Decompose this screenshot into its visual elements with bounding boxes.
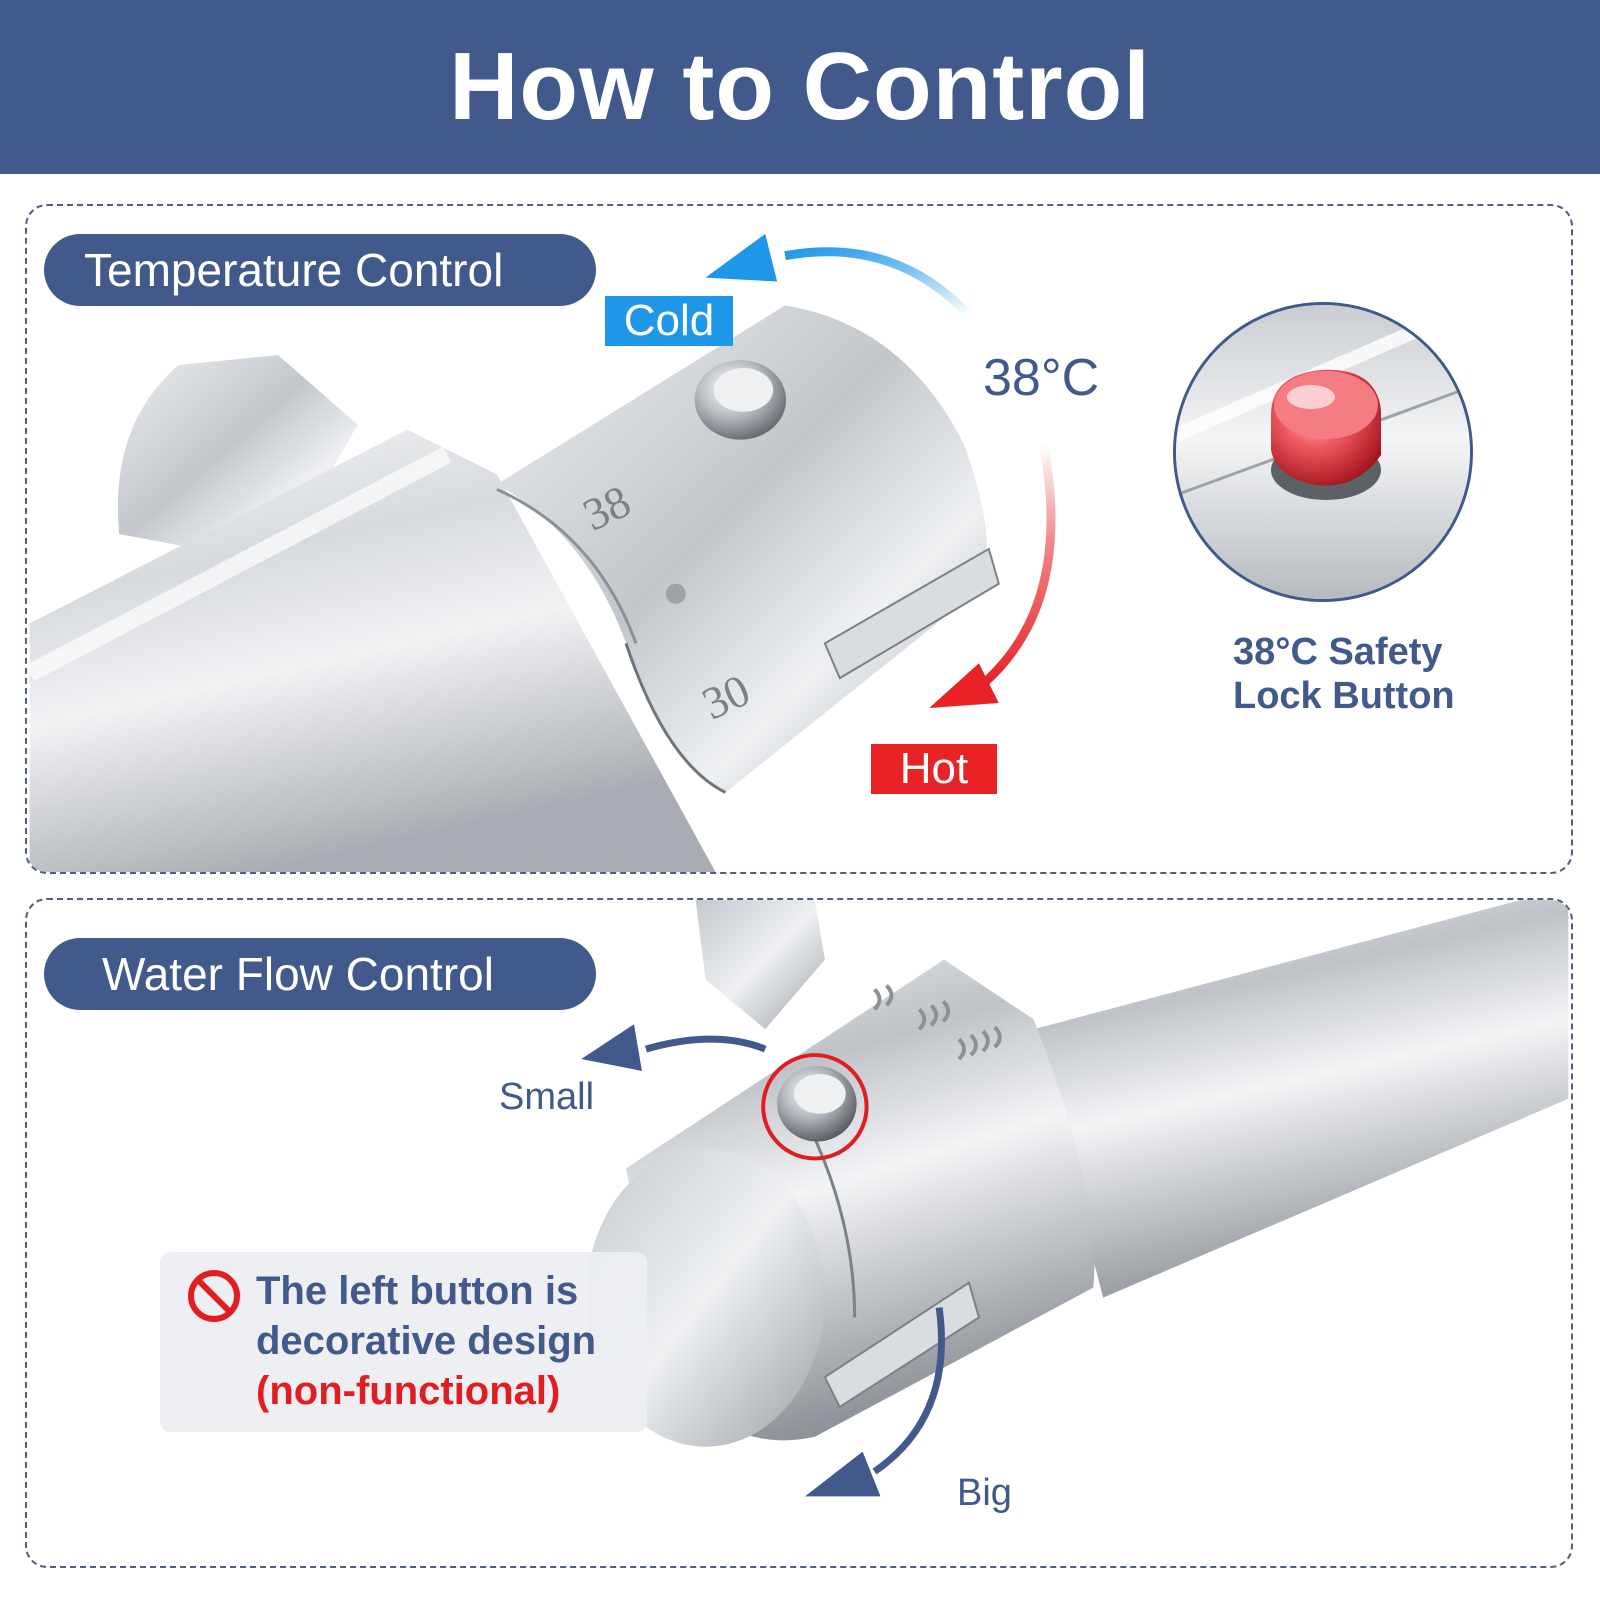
small-arrowhead [581,1024,642,1071]
small-flow-label: Small [499,1076,595,1118]
top-connector [695,900,825,1030]
hot-arrowhead [929,663,999,708]
decorative-button-highlight [761,1053,869,1161]
flow-level-marks [873,984,1002,1061]
big-flow-label: Big [957,1472,1012,1514]
lock-label-line2: Lock Button [1233,675,1455,717]
cold-direction-arrow [784,247,973,319]
hot-tag: Hot [871,744,997,794]
header-banner: How to Control [0,0,1600,174]
cold-arrowhead [705,233,778,282]
faucet-pipe [1033,900,1569,1298]
faucet-body [29,429,716,872]
lock-label-line1: 38°C Safety [1233,631,1443,673]
temperature-control-panel: 38 30 Temperature Control Cold Hot 38°C [25,204,1573,874]
lock-button-closeup [1176,305,1470,599]
dial-handle [823,547,1000,680]
water-flow-control-panel: Water Flow Control Small Big The left bu… [25,898,1573,1568]
big-direction-arrow [872,1307,945,1475]
lock-button-label: 38°C Safety Lock Button [1233,630,1533,718]
page-title: How to Control [449,33,1151,140]
decorative-button-notice: The left button is decorative design (no… [160,1252,647,1432]
notice-line3: (non-functional) [256,1369,561,1413]
notice-line1: The left button is [256,1269,579,1313]
cold-tag: Cold [605,296,733,346]
notice-text: The left button is decorative design (no… [256,1266,596,1416]
hot-direction-arrow [980,443,1056,687]
lock-button-zoom-circle [1173,302,1473,602]
water-flow-control-title: Water Flow Control [44,938,596,1010]
prohibited-icon [188,1270,240,1322]
temperature-control-title: Temperature Control [44,234,596,306]
temperature-dial [496,305,987,793]
notice-line2: decorative design [256,1319,597,1363]
flow-faucet-illustration [581,900,1569,1497]
big-arrowhead [804,1451,881,1497]
temperature-readout: 38°C [983,349,1100,407]
small-direction-arrow [644,1035,767,1053]
thermostat-faucet-illustration: 38 30 [27,233,1056,872]
